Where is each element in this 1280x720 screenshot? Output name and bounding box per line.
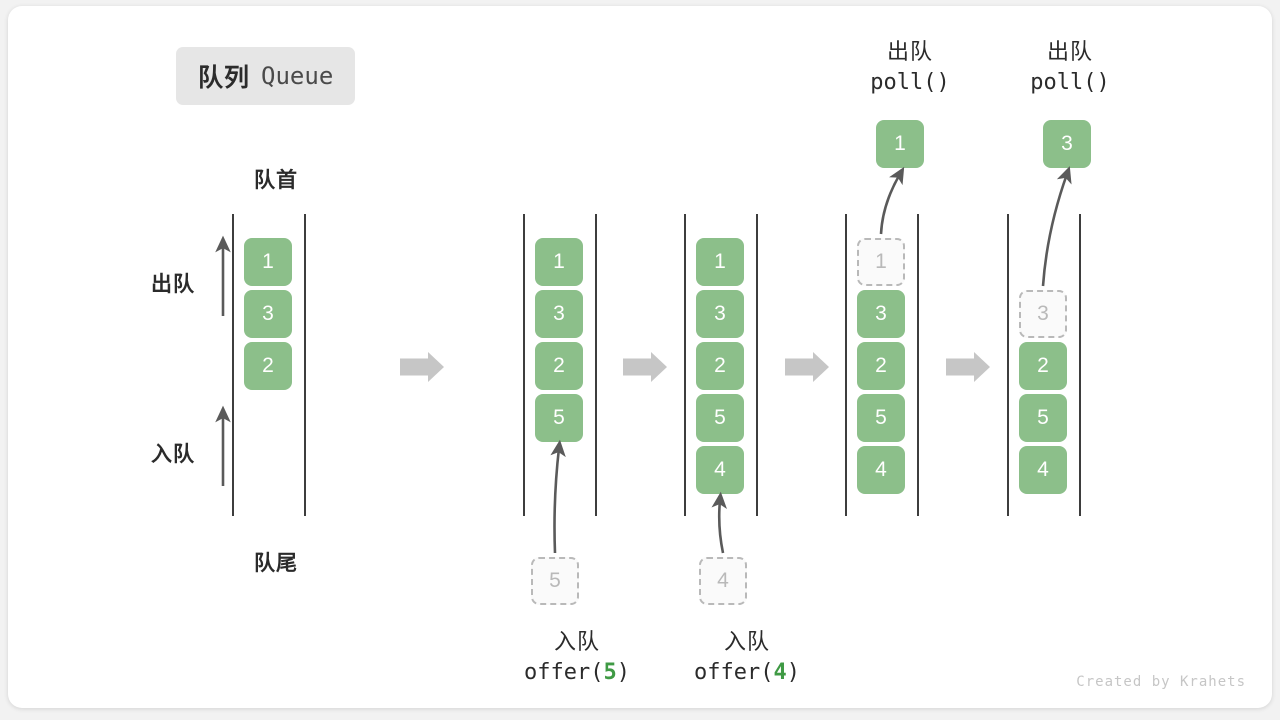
- queue-rail-right: [917, 214, 919, 516]
- enqueue-ghost-cell: 5: [531, 557, 579, 605]
- title-cn: 队列: [198, 64, 251, 92]
- queue-cell: 1: [535, 238, 583, 286]
- enqueue-arg: 5: [603, 660, 617, 686]
- enqueue-fn-name: offer(: [694, 660, 774, 686]
- queue-cell: 2: [535, 342, 583, 390]
- dequeued-cell: 3: [1043, 120, 1091, 168]
- transition-arrow: [400, 352, 444, 382]
- title-en: Queue: [261, 62, 334, 90]
- queue-cell: 2: [1019, 342, 1067, 390]
- queue-rail-left: [1007, 214, 1009, 516]
- queue-cell: 3: [535, 290, 583, 338]
- queue-cell: 3: [244, 290, 292, 338]
- queue-cell: 4: [857, 446, 905, 494]
- queue-cell: 3: [857, 290, 905, 338]
- queue-cell: 2: [857, 342, 905, 390]
- queue-cell: 4: [696, 446, 744, 494]
- enqueue-fn-name: offer(: [524, 660, 604, 686]
- enqueue-axis-label: 入队: [151, 443, 195, 466]
- enqueue-caption-code: offer(4): [647, 657, 847, 688]
- queue-rail-left: [845, 214, 847, 516]
- queue-rail-right: [756, 214, 758, 516]
- queue-cell: 5: [857, 394, 905, 442]
- dequeue-axis-label: 出队: [151, 273, 195, 296]
- enqueue-caption-code: offer(5): [477, 657, 677, 688]
- queue-rail-left: [684, 214, 686, 516]
- queue-rail-right: [595, 214, 597, 516]
- queue-tail-label: 队尾: [254, 552, 298, 575]
- queue-cell: 2: [244, 342, 292, 390]
- dequeue-caption: 出队 poll(): [970, 36, 1170, 98]
- enqueue-caption: 入队 offer(5): [477, 626, 677, 688]
- enqueue-ghost-cell: 4: [699, 557, 747, 605]
- queue-cell: 5: [535, 394, 583, 442]
- queue-rail-right: [1079, 214, 1081, 516]
- enqueue-caption-cn: 入队: [723, 629, 770, 654]
- queue-cell: 1: [244, 238, 292, 286]
- queue-cell: 3: [696, 290, 744, 338]
- queue-cell: 4: [1019, 446, 1067, 494]
- queue-cell: 5: [1019, 394, 1067, 442]
- dequeue-caption: 出队 poll(): [810, 36, 1010, 98]
- enqueue-arrow: [550, 439, 566, 554]
- queue-head-label: 队首: [254, 169, 298, 192]
- queue-cell: 2: [696, 342, 744, 390]
- transition-arrow: [946, 352, 990, 382]
- dequeue-caption-cn: 出队: [1046, 39, 1093, 64]
- enqueue-fn-close: ): [616, 660, 630, 686]
- dequeue-caption-code: poll(): [870, 70, 950, 96]
- transition-arrow: [623, 352, 667, 382]
- enqueue-arrow: [711, 491, 727, 554]
- queue-rail-right: [304, 214, 306, 516]
- enqueue-caption-cn: 入队: [553, 629, 600, 654]
- dequeue-arrow: [879, 166, 905, 235]
- queue-cell: 5: [696, 394, 744, 442]
- enqueue-arg: 4: [773, 660, 787, 686]
- queue-cell-ghost: 1: [857, 238, 905, 286]
- credit-text: Created by Krahets: [1076, 674, 1246, 690]
- dequeue-caption-code: poll(): [1030, 70, 1110, 96]
- arrows-overlay: [215, 166, 1072, 554]
- title-badge: 队列 Queue: [176, 47, 356, 105]
- queue-rail-left: [523, 214, 525, 516]
- enqueue-fn-close: ): [786, 660, 800, 686]
- enqueue-caption: 入队 offer(4): [647, 626, 847, 688]
- queue-cell: 1: [696, 238, 744, 286]
- transition-arrow: [785, 352, 829, 382]
- queue-rail-left: [232, 214, 234, 516]
- dequeue-caption-cn: 出队: [886, 39, 933, 64]
- dequeued-cell: 1: [876, 120, 924, 168]
- dequeue-arrow: [1041, 166, 1072, 287]
- queue-cell-ghost: 3: [1019, 290, 1067, 338]
